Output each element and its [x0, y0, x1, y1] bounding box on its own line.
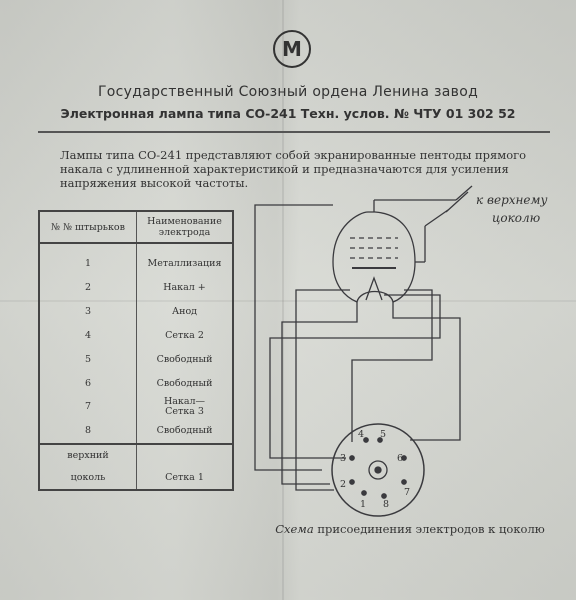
electrode-name: Накал + [136, 276, 234, 300]
top-cap-label-line2: цоколь [38, 466, 137, 490]
fold-line-vertical [282, 0, 284, 600]
header-electrode-name: Наименование электрода [136, 211, 234, 244]
table-row: 8 Свободный [38, 418, 234, 444]
electrode-name-line2: Сетка 3 [165, 405, 204, 417]
electrode-name: Анод [136, 299, 234, 324]
caption-rest: присоединения электродов к цоколю [313, 522, 545, 536]
pin-table: № № штырьков Наименование электрода 1 Ме… [38, 210, 234, 491]
pin-number: 5 [38, 347, 137, 372]
product-title: Электронная лампа типа СО-241 Техн. усло… [60, 106, 516, 121]
table-row: 3 Анод [38, 299, 234, 324]
schematic-caption: Схема присоединения электродов к цоколю [260, 522, 560, 536]
top-cap-annotation-line2: цоколю [492, 211, 541, 225]
top-cap-label-line1: верхний [38, 442, 137, 467]
socket-pin-label-2: 2 [340, 479, 346, 490]
intro-paragraph: Лампы типа СО-241 представляют собой экр… [60, 148, 527, 190]
socket-pin-label-8: 8 [383, 499, 389, 510]
pin-number: 7 [38, 394, 137, 419]
socket-pin-label-6: 6 [397, 453, 403, 464]
organization-title: Государственный Союзный ордена Ленина за… [97, 84, 479, 100]
logo-letter: М [282, 37, 302, 61]
socket-pin-label-5: 5 [380, 429, 386, 440]
top-cap-annotation-line1: к верхнему [476, 193, 547, 207]
top-cap-spacer [136, 442, 234, 467]
electrode-name: Сетка 2 [136, 323, 234, 348]
caption-lead: Схема [275, 522, 314, 536]
table-row: 2 Накал + [38, 276, 234, 300]
table-row: 7 Накал— Сетка 3 [38, 394, 234, 419]
pin-number: 8 [38, 418, 137, 444]
table-row: 1 Металлизация [38, 243, 234, 276]
socket-pin-label-7: 7 [404, 487, 410, 498]
pin-number: 4 [38, 323, 137, 348]
factory-logo: М [273, 30, 311, 68]
pin-table-header: № № штырьков Наименование электрода [38, 211, 234, 244]
table-row: верхний [38, 442, 234, 467]
electrode-name: Накал— Сетка 3 [136, 394, 234, 419]
pin-number: 1 [38, 243, 137, 276]
table-row: цоколь Сетка 1 [38, 466, 234, 490]
socket-pin-label-1: 1 [360, 499, 366, 510]
table-row: 5 Свободный [38, 347, 234, 372]
top-cap-electrode: Сетка 1 [136, 466, 234, 490]
pin-number: 3 [38, 299, 137, 324]
pin-number: 6 [38, 371, 137, 395]
electrode-name: Свободный [136, 371, 234, 395]
socket-pin-label-3: 3 [340, 453, 346, 464]
table-row: 4 Сетка 2 [38, 323, 234, 348]
header-pin-number: № № штырьков [38, 211, 137, 244]
pin-number: 2 [38, 276, 137, 300]
header-rule [38, 131, 550, 133]
electrode-name: Свободный [136, 347, 234, 372]
electrode-name: Металлизация [136, 243, 234, 276]
table-row: 6 Свободный [38, 371, 234, 395]
tube-socket [331, 423, 425, 517]
socket-pin-label-4: 4 [358, 429, 364, 440]
electrode-name: Свободный [136, 418, 234, 444]
electrode-name-line1: Накал— [163, 395, 206, 407]
fold-line-horizontal [0, 300, 576, 302]
tube-envelope [332, 211, 416, 303]
